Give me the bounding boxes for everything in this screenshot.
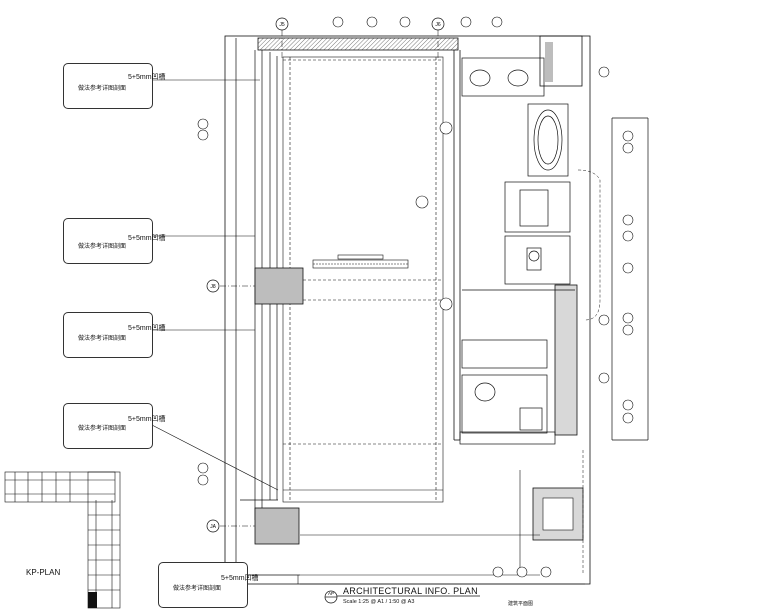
note-box-4: 5+5mm凹槽 做法参考详图剖面 <box>63 403 166 449</box>
column-ja <box>254 507 300 545</box>
top-wall-hatch <box>257 37 459 51</box>
partition-wall <box>453 50 461 441</box>
main-room <box>282 56 444 503</box>
note-5-line2: 做法参考详图剖面 <box>173 586 222 592</box>
sheet-name: 建筑平面图 <box>508 601 534 607</box>
leader-lines <box>149 79 279 491</box>
grid-ja-label: JA <box>210 524 217 530</box>
key-plan-highlight <box>88 592 97 608</box>
grid-lines <box>220 30 439 527</box>
bathroom-zone <box>459 57 575 445</box>
drawing-scale: Scale 1:25 @ A1 / 1:50 @ A3 <box>343 599 415 605</box>
note-1-line2: 做法参考详图剖面 <box>78 86 127 92</box>
note-box-1: 5+5mm凹槽 做法参考详图剖面 <box>63 63 166 109</box>
title-block <box>324 590 480 604</box>
key-plan <box>4 471 121 609</box>
column-right <box>554 284 578 436</box>
grid-bubble-j5: J5 <box>275 17 289 31</box>
left-wall <box>235 38 300 576</box>
title-ref-tag: AP <box>328 591 334 596</box>
grid-j8-label: J8 <box>210 284 216 290</box>
right-dashed <box>577 169 601 575</box>
note-3-line2: 做法参考详图剖面 <box>78 336 127 342</box>
note-1-line1: 5+5mm凹槽 <box>128 74 166 81</box>
note-4-line2: 做法参考详图剖面 <box>78 426 127 432</box>
section-markers <box>197 16 634 578</box>
note-3-line1: 5+5mm凹槽 <box>128 325 166 332</box>
note-box-2: 5+5mm凹槽 做法参考详图剖面 <box>63 218 166 264</box>
grid-j5-label: J5 <box>279 22 285 28</box>
grid-bubble-j6: J6 <box>431 17 445 31</box>
note-4-line1: 5+5mm凹槽 <box>128 416 166 423</box>
note-2-line1: 5+5mm凹槽 <box>128 235 166 242</box>
drawing-title: ARCHITECTURAL INFO. PLAN <box>343 586 478 596</box>
top-right-shaft <box>539 35 583 87</box>
grid-bubble-j8: J8 <box>206 279 220 293</box>
right-bracket <box>611 117 649 441</box>
note-2-line2: 做法参考详图剖面 <box>78 244 127 250</box>
grid-j6-label: J6 <box>435 22 441 28</box>
key-plan-label: KP-PLAN <box>26 568 61 577</box>
note-5-line1: 5+5mm凹槽 <box>221 575 259 582</box>
column-j8 <box>254 267 304 305</box>
note-box-3: 5+5mm凹槽 做法参考详图剖面 <box>63 312 166 358</box>
grid-bubble-ja: JA <box>206 519 220 533</box>
console-unit <box>312 254 409 269</box>
note-box-5: 5+5mm凹槽 做法参考详图剖面 <box>158 562 259 608</box>
